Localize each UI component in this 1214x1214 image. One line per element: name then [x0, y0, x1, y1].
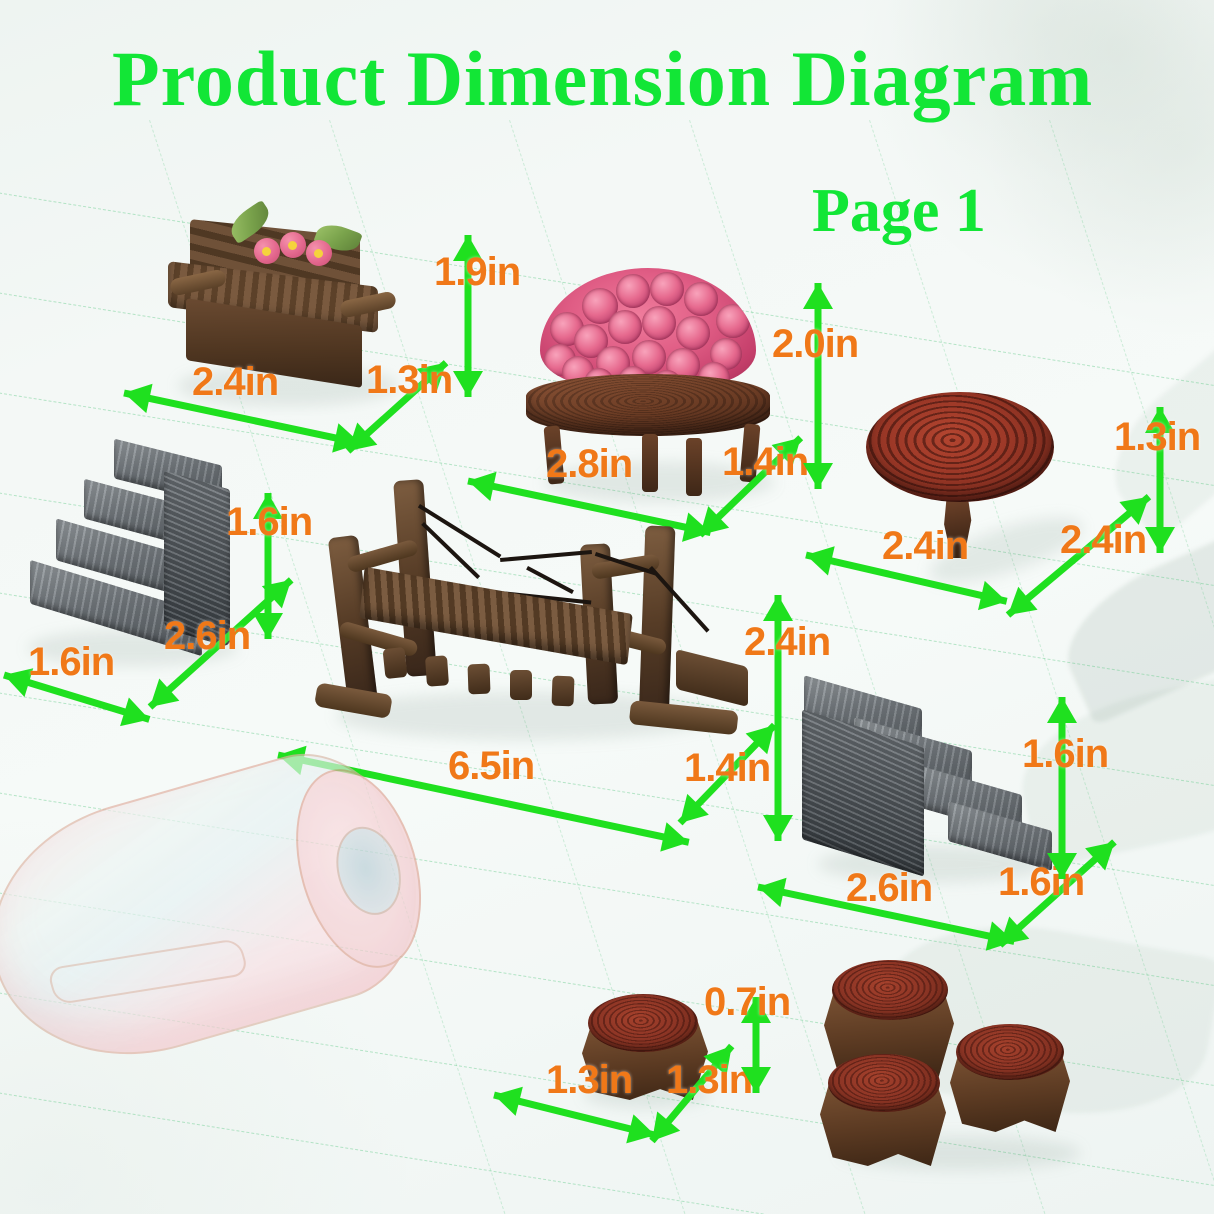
bridge-plank-1	[382, 646, 408, 680]
cluster-stump-3-top	[828, 1054, 940, 1112]
product-straight-stairs	[798, 675, 1058, 882]
product-tree-stump	[576, 988, 716, 1108]
cluster-stump-2-top	[956, 1024, 1064, 1080]
dim-label-sstairs-height: 1.6in	[1022, 732, 1109, 776]
bridge-rope-2	[500, 549, 592, 562]
dim-label-cstairs-depth: 2.6in	[164, 614, 251, 658]
dim-label-bench-b-height: 2.0in	[772, 322, 859, 366]
page-number: Page 1	[812, 177, 986, 245]
dim-label-bridge-height: 2.4in	[744, 620, 831, 664]
product-ghost-cylinder	[0, 730, 445, 1090]
rose-bench-seat	[526, 374, 770, 436]
dim-label-bench-a-width: 2.4in	[192, 360, 279, 404]
bridge-plank-5	[551, 675, 575, 707]
dim-label-table-depth: 2.4in	[1060, 518, 1147, 562]
dim-label-bench-b-depth: 1.4in	[722, 440, 809, 484]
dim-label-stump-depth: 1.3in	[666, 1058, 753, 1102]
dim-label-bench-a-height: 1.9in	[434, 250, 521, 294]
dim-label-cstairs-height: 1.6in	[226, 500, 313, 544]
page-title: Product Dimension Diagram	[112, 35, 1094, 122]
dim-label-bench-b-width: 2.8in	[546, 442, 633, 486]
bridge-plank-3	[467, 663, 491, 695]
dim-label-bench-a-depth: 1.3in	[366, 358, 453, 402]
product-rose-bench	[526, 262, 786, 502]
rose-bench-leg-3	[686, 438, 702, 496]
dim-label-table-height: 1.3in	[1114, 415, 1201, 459]
stump-top	[588, 994, 698, 1052]
bridge-plank-4	[510, 670, 532, 700]
cluster-stump-1-top	[832, 960, 948, 1020]
product-flower-bench	[168, 199, 418, 406]
table-top	[866, 392, 1054, 502]
rose-bench-leg-2	[642, 434, 658, 492]
dim-label-sstairs-depth: 1.6in	[998, 860, 1085, 904]
product-stump-cluster	[810, 950, 1100, 1170]
dim-label-stump-height: 0.7in	[704, 980, 791, 1024]
dim-label-table-width: 2.4in	[882, 524, 969, 568]
rose-mound	[540, 268, 756, 386]
bridge-rope-4	[421, 522, 481, 580]
bridge-ramp-right	[676, 649, 748, 707]
dim-label-stump-width: 1.3in	[546, 1058, 633, 1102]
dim-label-sstairs-width: 2.6in	[846, 866, 933, 910]
bridge-rope-5	[526, 566, 574, 594]
dim-label-bridge-depth: 1.4in	[684, 746, 771, 790]
product-curved-stairs	[18, 438, 258, 666]
dim-label-bridge-width: 6.5in	[448, 744, 535, 788]
product-rope-bridge	[296, 470, 756, 760]
dim-label-cstairs-width: 1.6in	[28, 640, 115, 684]
bridge-plank-2	[424, 655, 450, 687]
product-round-table	[866, 392, 1089, 596]
